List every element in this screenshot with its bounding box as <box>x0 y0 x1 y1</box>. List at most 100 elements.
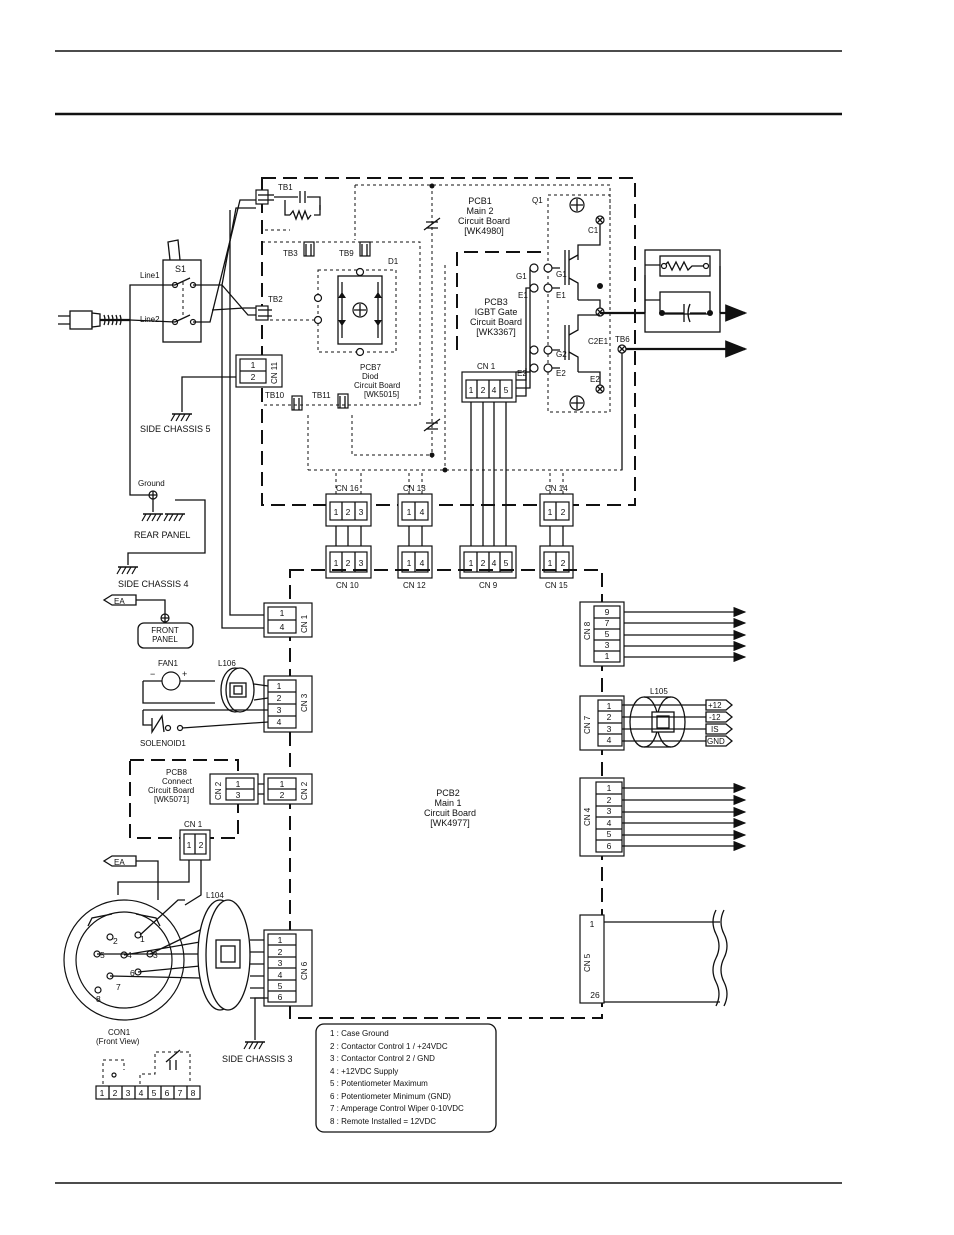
svg-text:2: 2 <box>481 558 486 568</box>
svg-text:1: 1 <box>407 558 412 568</box>
svg-text:Connect: Connect <box>162 777 193 786</box>
svg-text:S1: S1 <box>175 264 186 274</box>
solenoid1: SOLENOID1 <box>140 709 269 748</box>
ea-tag-2: EA <box>102 855 159 900</box>
svg-text:2: 2 <box>607 795 612 805</box>
cn16-connector: CN 16 1 2 3 <box>325 484 372 527</box>
svg-text:Q1: Q1 <box>532 196 543 205</box>
con1-front-view: CON1 (Front View) 1 2 3 4 5 6 7 8 <box>95 1028 201 1100</box>
svg-text:2: 2 <box>113 936 118 946</box>
svg-text:1: 1 <box>140 934 145 944</box>
svg-text:Main 1: Main 1 <box>434 798 461 808</box>
svg-text:4: 4 <box>420 558 425 568</box>
cn3-connector: 1 2 3 4 CN 3 <box>263 675 313 733</box>
cn1-main-connector: 1 4 CN 1 <box>263 602 313 638</box>
svg-text:4: 4 <box>280 622 285 632</box>
cn13-connector: CN 13 1 4 <box>397 484 433 527</box>
power-switch-s1: S1 Line1 Line2 <box>140 239 202 343</box>
svg-text:EA: EA <box>114 858 125 867</box>
l105-choke: L105 <box>622 687 706 748</box>
svg-text:TB1: TB1 <box>278 183 293 192</box>
tb9-terminal: TB9 <box>339 241 371 258</box>
svg-text:1: 1 <box>280 608 285 618</box>
svg-text:CON1: CON1 <box>108 1028 131 1037</box>
tb3-terminal: TB3 <box>283 241 315 258</box>
svg-text:E1: E1 <box>556 291 566 300</box>
svg-text:CN 4: CN 4 <box>583 807 592 826</box>
svg-text:6: 6 <box>607 841 612 851</box>
svg-text:8: 8 <box>96 994 101 1004</box>
igbt-module-q1: Q1 C1 G1 E1 C2E1 G2 E2 E2 <box>532 194 611 413</box>
svg-text:CN 7: CN 7 <box>583 715 592 734</box>
svg-text:26: 26 <box>590 990 600 1000</box>
svg-text:G1: G1 <box>516 272 527 281</box>
line-wiring <box>129 199 268 629</box>
svg-text:7: 7 <box>116 982 121 992</box>
svg-text:5: 5 <box>278 981 283 991</box>
cn2-pcb8-connector: 1 3 CN 2 <box>209 773 259 805</box>
varistor <box>423 183 448 473</box>
svg-text:CN 11: CN 11 <box>270 361 279 384</box>
svg-text:2: 2 <box>278 947 283 957</box>
svg-text:3: 3 <box>359 507 364 517</box>
svg-text:3: 3 <box>607 724 612 734</box>
svg-text:[WK5071]: [WK5071] <box>154 795 189 804</box>
svg-text:[WK3367]: [WK3367] <box>476 327 516 337</box>
svg-text:5: 5 <box>152 1088 157 1098</box>
svg-text:TB6: TB6 <box>615 335 630 344</box>
svg-text:2: 2 <box>277 693 282 703</box>
svg-text:1: 1 <box>280 779 285 789</box>
svg-text:TB2: TB2 <box>268 295 283 304</box>
svg-text:7 : Amperage Control Wiper 0: 7 : Amperage Control Wiper 0-10VDC <box>330 1104 464 1113</box>
svg-text:CN 12: CN 12 <box>403 581 426 590</box>
pcb1-board: PCB1 Main 2 Circuit Board [WK4980] <box>261 177 636 506</box>
svg-text:GND: GND <box>707 737 725 746</box>
cn4-connector: 1 2 3 4 5 6 CN 4 <box>579 777 747 857</box>
svg-text:2: 2 <box>113 1088 118 1098</box>
svg-text:2: 2 <box>280 790 285 800</box>
diode-bridge <box>313 267 383 357</box>
svg-text:TB9: TB9 <box>339 249 354 258</box>
svg-text:1: 1 <box>334 558 339 568</box>
svg-text:TB3: TB3 <box>283 249 298 258</box>
svg-text:SOLENOID1: SOLENOID1 <box>140 739 186 748</box>
svg-text:3: 3 <box>605 640 610 650</box>
svg-text:Circuit Board: Circuit Board <box>470 317 522 327</box>
l106-choke: L106 <box>218 659 269 713</box>
pcb8-board: PCB8 Connect Circuit Board [WK5071] <box>129 759 239 839</box>
svg-text:REAR PANEL: REAR PANEL <box>134 530 190 540</box>
fan1: FAN1 − + <box>142 659 215 704</box>
svg-text:1: 1 <box>236 779 241 789</box>
svg-text:2: 2 <box>199 840 204 850</box>
cn8-connector: 9 7 5 3 1 CN 8 <box>579 601 747 667</box>
svg-text:1: 1 <box>607 783 612 793</box>
svg-text:7: 7 <box>178 1088 183 1098</box>
svg-text:Line1: Line1 <box>140 271 160 280</box>
svg-text:4: 4 <box>607 818 612 828</box>
pair-wires <box>335 470 564 546</box>
gate-terminals: G1 E1 E2 <box>516 263 560 397</box>
svg-text:E2: E2 <box>517 369 527 378</box>
svg-text:9: 9 <box>605 607 610 617</box>
svg-text:E1: E1 <box>518 291 528 300</box>
svg-text:Ground: Ground <box>138 479 165 488</box>
cn12-connector: 1 4 CN 12 <box>397 545 433 590</box>
r5-c1-snubber: R5 C1 <box>644 249 721 333</box>
tb2-terminal: TB2 <box>255 295 283 321</box>
svg-text:CN 14: CN 14 <box>545 484 568 493</box>
svg-text:5: 5 <box>605 629 610 639</box>
pcb1-label: Circuit Board <box>458 216 510 226</box>
svg-text:Circuit Board: Circuit Board <box>424 808 476 818</box>
svg-text:L106: L106 <box>218 659 236 668</box>
cn5-connector: 1 26 CN 5 <box>579 909 728 1007</box>
cn9-connector: 1 2 4 5 CN 9 <box>459 545 517 590</box>
svg-text:IS: IS <box>711 725 719 734</box>
svg-text:1 : Case Ground: 1 : Case Ground <box>330 1029 389 1038</box>
cn6-connector: 1 2 3 4 5 6 CN 6 SIDE CHASSIS 3 <box>222 929 313 1064</box>
svg-text:-12: -12 <box>709 713 721 722</box>
svg-text:CN 1: CN 1 <box>477 362 496 371</box>
svg-text:2: 2 <box>346 507 351 517</box>
svg-text:Line2: Line2 <box>140 315 160 324</box>
svg-text:1: 1 <box>278 935 283 945</box>
